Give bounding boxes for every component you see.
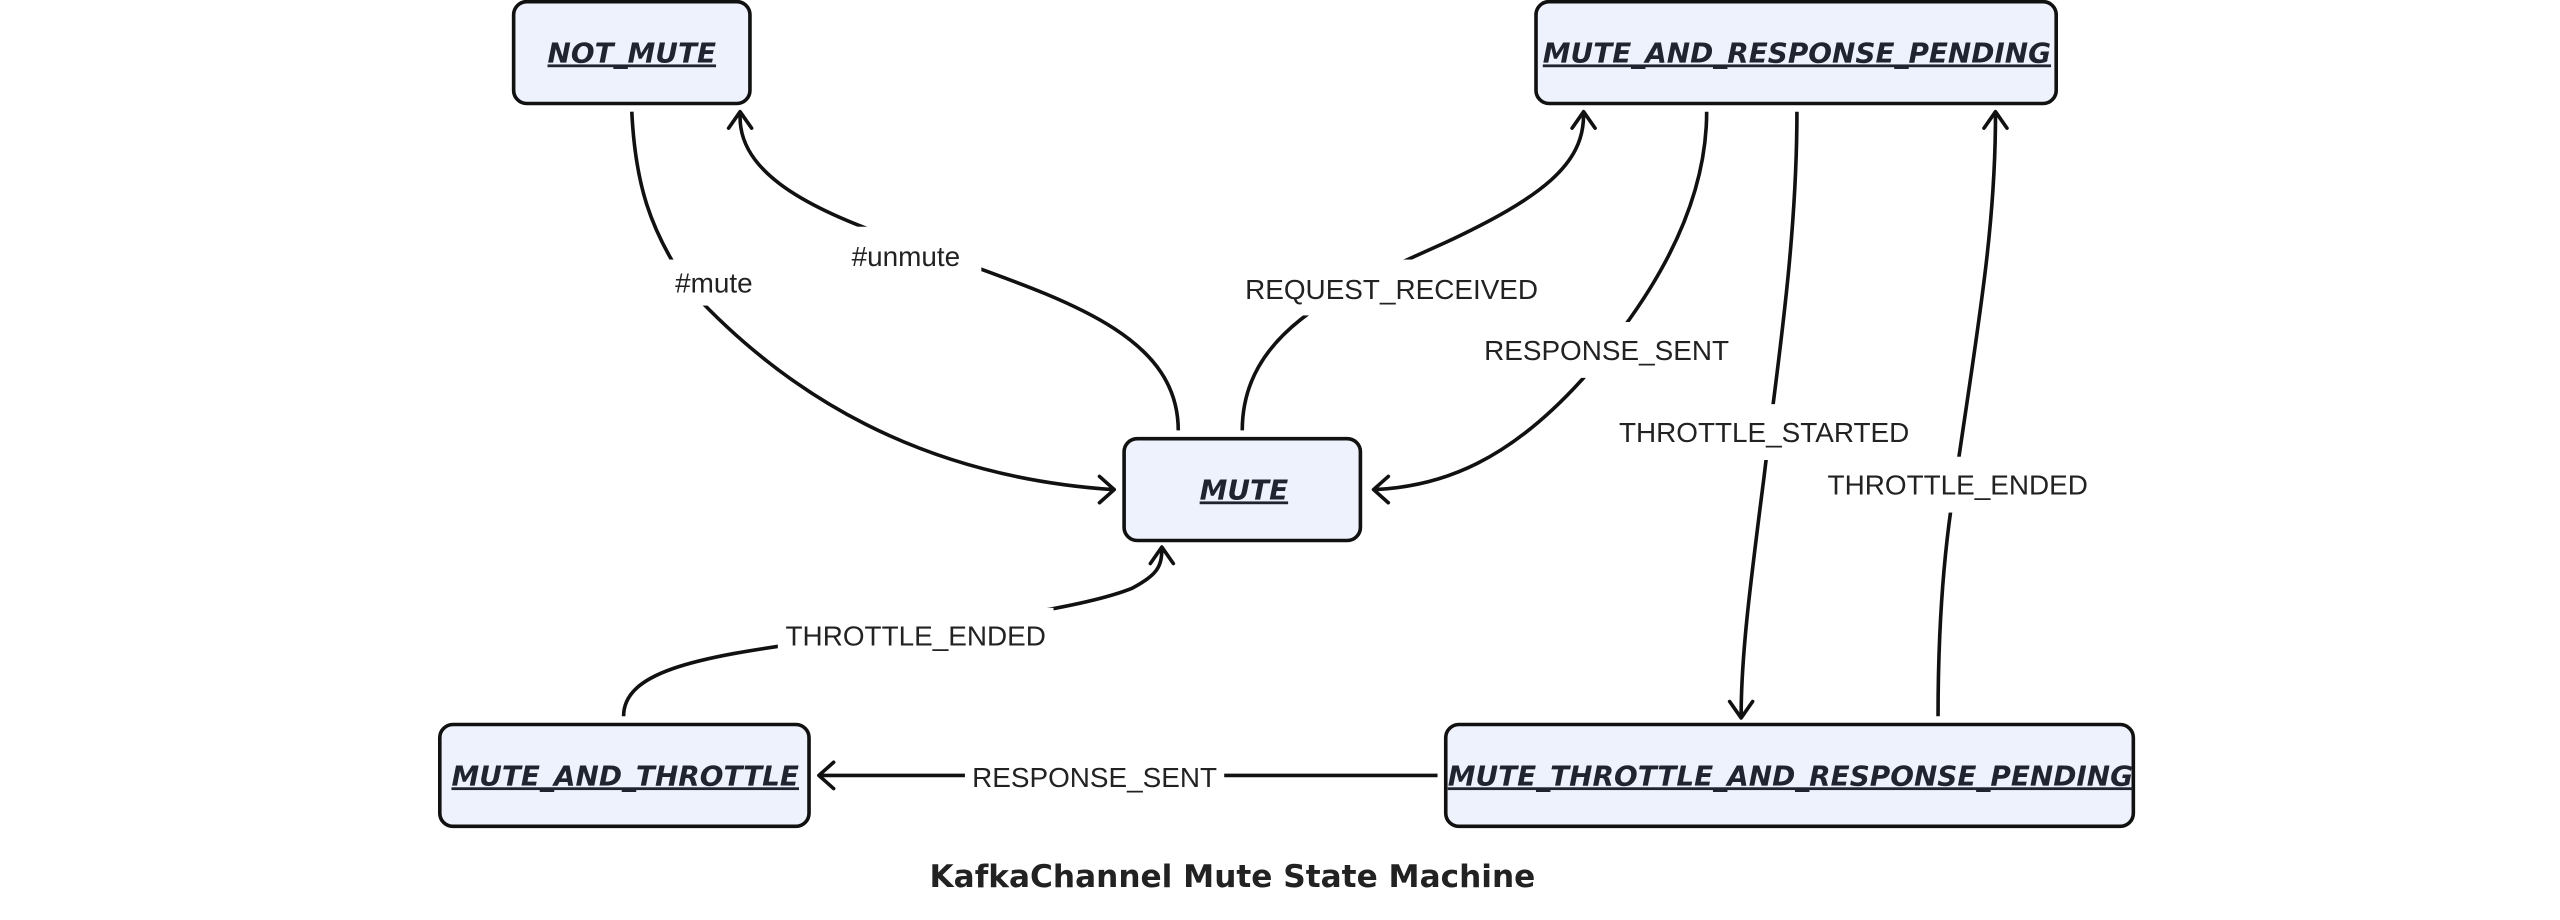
arrowhead-icon xyxy=(817,760,836,791)
edge-line xyxy=(1739,111,1799,717)
state-label-mute-throttle-and-response-pending: MUTE_THROTTLE_AND_RESPONSE_PENDING xyxy=(1448,759,2133,792)
edge-label-request-received: REQUEST_RECEIVED xyxy=(1245,274,1538,305)
edge-line xyxy=(629,111,1113,492)
edge-label-response-sent-1: RESPONSE_SENT xyxy=(1484,335,1729,366)
diagram-title: KafkaChannel Mute State Machine xyxy=(930,859,1536,895)
edge-label-throttle-started: THROTTLE_STARTED xyxy=(1619,417,1909,448)
edge-unmute: #unmute xyxy=(726,109,1181,431)
state-mute-and-throttle[interactable]: MUTE_AND_THROTTLE xyxy=(437,722,811,829)
state-box xyxy=(1443,722,2136,829)
state-mute[interactable]: MUTE xyxy=(1122,436,1363,543)
edge-mute: #mute xyxy=(629,111,1117,505)
arrowhead-icon xyxy=(1097,474,1117,505)
state-box xyxy=(437,722,811,829)
arrowhead-icon xyxy=(1727,699,1755,720)
arrowhead-icon xyxy=(1148,545,1176,566)
arrowhead-icon xyxy=(1570,109,1597,130)
label-background xyxy=(833,226,982,283)
state-not-mute[interactable]: NOT_MUTE xyxy=(511,0,752,106)
edge-response-sent-1: RESPONSE_SENT xyxy=(1371,111,1733,505)
edge-throttle-started: THROTTLE_STARTED xyxy=(1618,111,1914,720)
label-background xyxy=(1247,259,1536,316)
edge-label-response-sent-2: RESPONSE_SENT xyxy=(972,762,1217,793)
edge-response-sent-2: RESPONSE_SENT xyxy=(817,749,1438,805)
edge-label-throttle-ended-1: THROTTLE_ENDED xyxy=(1828,469,2088,500)
edge-line xyxy=(1936,114,1998,717)
state-label-mute-and-throttle: MUTE_AND_THROTTLE xyxy=(451,759,799,792)
label-background xyxy=(1821,456,2094,513)
edge-line xyxy=(1240,114,1586,431)
edge-label-unmute: #unmute xyxy=(852,241,961,272)
arrowhead-icon xyxy=(726,109,754,130)
state-box xyxy=(1534,0,2059,106)
state-box xyxy=(511,0,752,106)
label-background xyxy=(656,259,772,306)
state-label-not-mute: NOT_MUTE xyxy=(548,36,717,69)
label-background xyxy=(964,749,1225,805)
state-box xyxy=(1122,436,1363,543)
state-label-mute-and-response-pending: MUTE_AND_RESPONSE_PENDING xyxy=(1543,36,2051,69)
label-background xyxy=(777,607,1054,664)
label-background xyxy=(1480,322,1733,378)
arrowhead-icon xyxy=(1371,474,1391,505)
edge-throttle-ended-1: THROTTLE_ENDED xyxy=(1821,109,2094,717)
edge-request-received: REQUEST_RECEIVED xyxy=(1240,109,1597,431)
state-mute-and-response-pending[interactable]: MUTE_AND_RESPONSE_PENDING xyxy=(1534,0,2059,106)
arrowhead-icon xyxy=(1982,109,2009,130)
edge-throttle-ended-2: THROTTLE_ENDED xyxy=(621,545,1176,717)
edge-label-mute: #mute xyxy=(675,267,753,298)
edge-label-throttle-ended-2: THROTTLE_ENDED xyxy=(786,621,1046,652)
state-label-mute: MUTE xyxy=(1200,473,1288,506)
label-background xyxy=(1618,404,1914,460)
state-mute-throttle-and-response-pending[interactable]: MUTE_THROTTLE_AND_RESPONSE_PENDING xyxy=(1443,722,2136,829)
